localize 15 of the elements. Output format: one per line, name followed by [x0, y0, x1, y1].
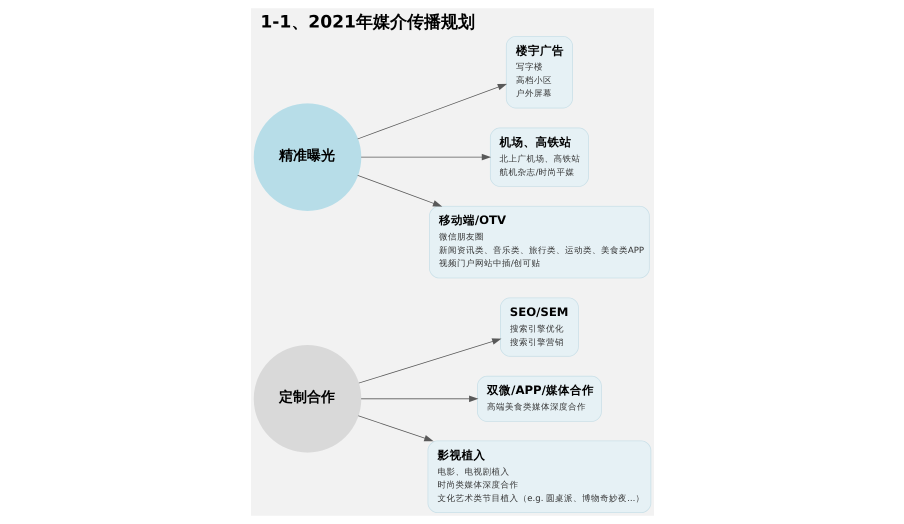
arrow	[360, 154, 491, 160]
arrow	[360, 396, 478, 402]
node-circle: 定制合作	[253, 345, 361, 453]
arrow	[356, 84, 507, 140]
node-box: 影视植入 电影、电视剧植入 时尚类媒体深度合作 文化艺术类节目植入（e.g. 圆桌派、博物奇妙夜...）	[427, 440, 651, 513]
diagram-title: 1-1、2021年媒介传播规划	[260, 12, 474, 32]
node-box: SEO/SEM 搜索引擎优化 搜索引擎营销	[500, 297, 578, 357]
arrow	[356, 175, 442, 207]
node-box: 双微/APP/媒体合作 高端美食类媒体深度合作	[476, 376, 602, 422]
node-box: 楼宇广告 写字楼 高档小区 户外屏幕	[505, 36, 572, 108]
arrow	[357, 415, 434, 442]
arrow	[358, 338, 501, 384]
node-circle: 精准曝光	[253, 103, 361, 211]
node-box: 机场、高铁站 北上广机场、高铁站 航机杂志/时尚平媒	[489, 128, 588, 187]
node-box: 移动端/OTV 微信朋友圈 新闻资讯类、音乐类、旅行类、运动类、美食类APP 视频门户网站中插/创可贴	[428, 206, 650, 278]
